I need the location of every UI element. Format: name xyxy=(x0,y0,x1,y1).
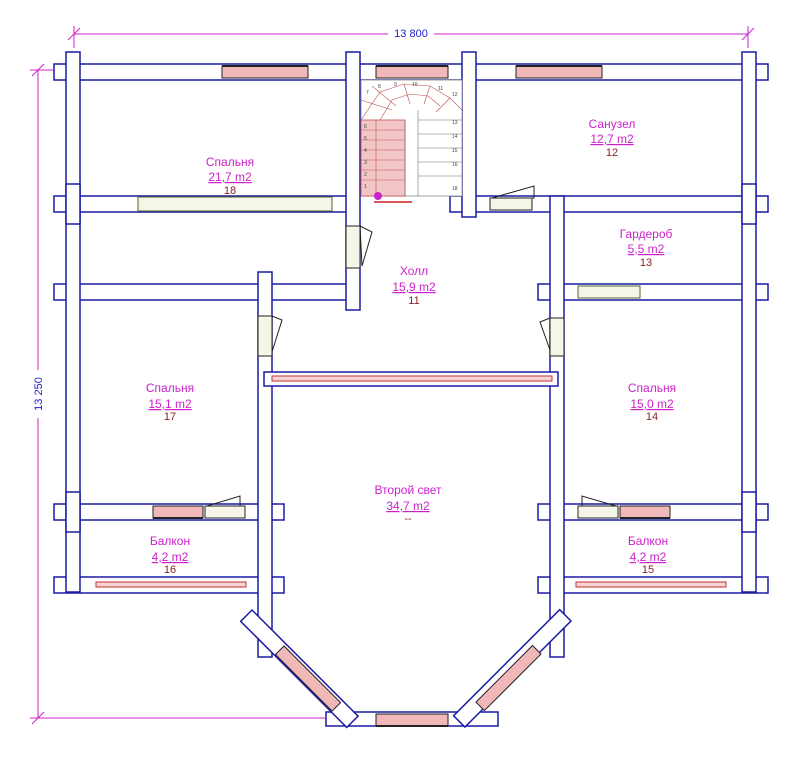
window-bay-right xyxy=(475,644,542,712)
svg-text:5,5 m2: 5,5 m2 xyxy=(628,242,665,256)
door-balcony-16 xyxy=(204,505,246,519)
svg-text:2: 2 xyxy=(364,172,367,178)
svg-text:14: 14 xyxy=(646,411,658,423)
dimension-lines: 13 800 13 250 xyxy=(30,26,755,725)
svg-text:4,2 m2: 4,2 m2 xyxy=(152,550,189,564)
svg-text:18: 18 xyxy=(452,186,458,192)
svg-text:Гардероб: Гардероб xyxy=(620,227,673,241)
door-balcony-15 xyxy=(577,505,619,519)
room-bath-12: Санузел 12,7 m2 12 xyxy=(589,117,636,159)
railing-balcony-15 xyxy=(575,581,727,588)
door-bedroom-18 xyxy=(345,225,361,269)
partition-bedroom-18 xyxy=(137,196,333,212)
svg-text:Балкон: Балкон xyxy=(628,534,668,548)
door-bedroom-14 xyxy=(549,317,565,357)
svg-text:11: 11 xyxy=(438,86,443,92)
window-bedroom-17 xyxy=(152,505,204,519)
svg-text:6: 6 xyxy=(364,124,367,130)
svg-text:Спальня: Спальня xyxy=(628,381,676,395)
svg-text:Спальня: Спальня xyxy=(146,381,194,395)
svg-text:3: 3 xyxy=(364,160,367,166)
width-dimension-label: 13 800 xyxy=(394,28,428,40)
svg-text:12,7 m2: 12,7 m2 xyxy=(590,132,634,146)
height-dimension-label: 13 250 xyxy=(33,377,45,411)
partition-wardrobe xyxy=(577,285,641,299)
svg-text:34,7 m2: 34,7 m2 xyxy=(386,499,430,513)
svg-text:--: -- xyxy=(404,513,412,525)
svg-text:13: 13 xyxy=(640,257,652,269)
stair-start-marker xyxy=(374,192,382,200)
window-top-left xyxy=(221,65,309,79)
doors xyxy=(204,185,619,519)
svg-text:15,9 m2: 15,9 m2 xyxy=(392,280,436,294)
svg-text:Балкон: Балкон xyxy=(150,534,190,548)
svg-text:16: 16 xyxy=(164,564,176,576)
svg-text:12: 12 xyxy=(452,92,458,98)
railing-second-light xyxy=(271,375,553,382)
room-wardrobe-13: Гардероб 5,5 m2 13 xyxy=(620,227,673,269)
svg-text:15: 15 xyxy=(642,564,654,576)
window-bay-left xyxy=(274,645,342,712)
railing-balcony-16 xyxy=(95,581,247,588)
svg-text:5: 5 xyxy=(364,136,367,142)
room-bedroom-18: Спальня 21,7 m2 18 xyxy=(206,155,254,197)
svg-text:12: 12 xyxy=(606,147,618,159)
svg-text:10: 10 xyxy=(412,82,418,88)
windows xyxy=(95,65,727,727)
staircase: 1 2 3 4 5 6 7 8 9 10 11 12 13 14 15 16 1… xyxy=(360,79,463,203)
svg-text:Спальня: Спальня xyxy=(206,155,254,169)
svg-text:Второй свет: Второй свет xyxy=(374,483,442,497)
svg-text:17: 17 xyxy=(164,411,176,423)
window-bay-center xyxy=(375,713,449,727)
svg-text:13: 13 xyxy=(452,120,458,126)
svg-text:11: 11 xyxy=(408,295,419,307)
svg-text:16: 16 xyxy=(452,162,458,168)
room-second-light: Второй свет 34,7 m2 -- xyxy=(374,483,442,525)
svg-text:15,1 m2: 15,1 m2 xyxy=(148,397,192,411)
svg-text:15: 15 xyxy=(452,148,458,154)
svg-text:7: 7 xyxy=(366,90,369,96)
room-labels: Спальня 21,7 m2 18 Санузел 12,7 m2 12 Га… xyxy=(146,117,676,576)
svg-text:14: 14 xyxy=(452,134,458,140)
svg-text:1: 1 xyxy=(364,184,367,190)
door-bedroom-17 xyxy=(257,315,273,357)
window-top-right xyxy=(515,65,603,79)
svg-text:8: 8 xyxy=(378,84,381,90)
svg-text:4: 4 xyxy=(364,148,367,154)
window-top-stair xyxy=(375,65,449,79)
door-bath xyxy=(489,197,533,211)
svg-text:18: 18 xyxy=(224,185,236,197)
room-bedroom-17: Спальня 15,1 m2 17 xyxy=(146,381,194,423)
room-bedroom-14: Спальня 15,0 m2 14 xyxy=(628,381,676,423)
svg-text:9: 9 xyxy=(394,82,397,88)
svg-text:15,0 m2: 15,0 m2 xyxy=(630,397,674,411)
window-bedroom-14 xyxy=(619,505,671,519)
svg-text:21,7 m2: 21,7 m2 xyxy=(208,170,252,184)
svg-text:Холл: Холл xyxy=(400,264,428,278)
room-balcony-16: Балкон 4,2 m2 16 xyxy=(150,534,190,576)
room-balcony-15: Балкон 4,2 m2 15 xyxy=(628,534,668,576)
svg-text:4,2 m2: 4,2 m2 xyxy=(630,550,667,564)
room-hall-11: Холл 15,9 m2 11 xyxy=(392,264,436,307)
svg-text:Санузел: Санузел xyxy=(589,117,636,131)
